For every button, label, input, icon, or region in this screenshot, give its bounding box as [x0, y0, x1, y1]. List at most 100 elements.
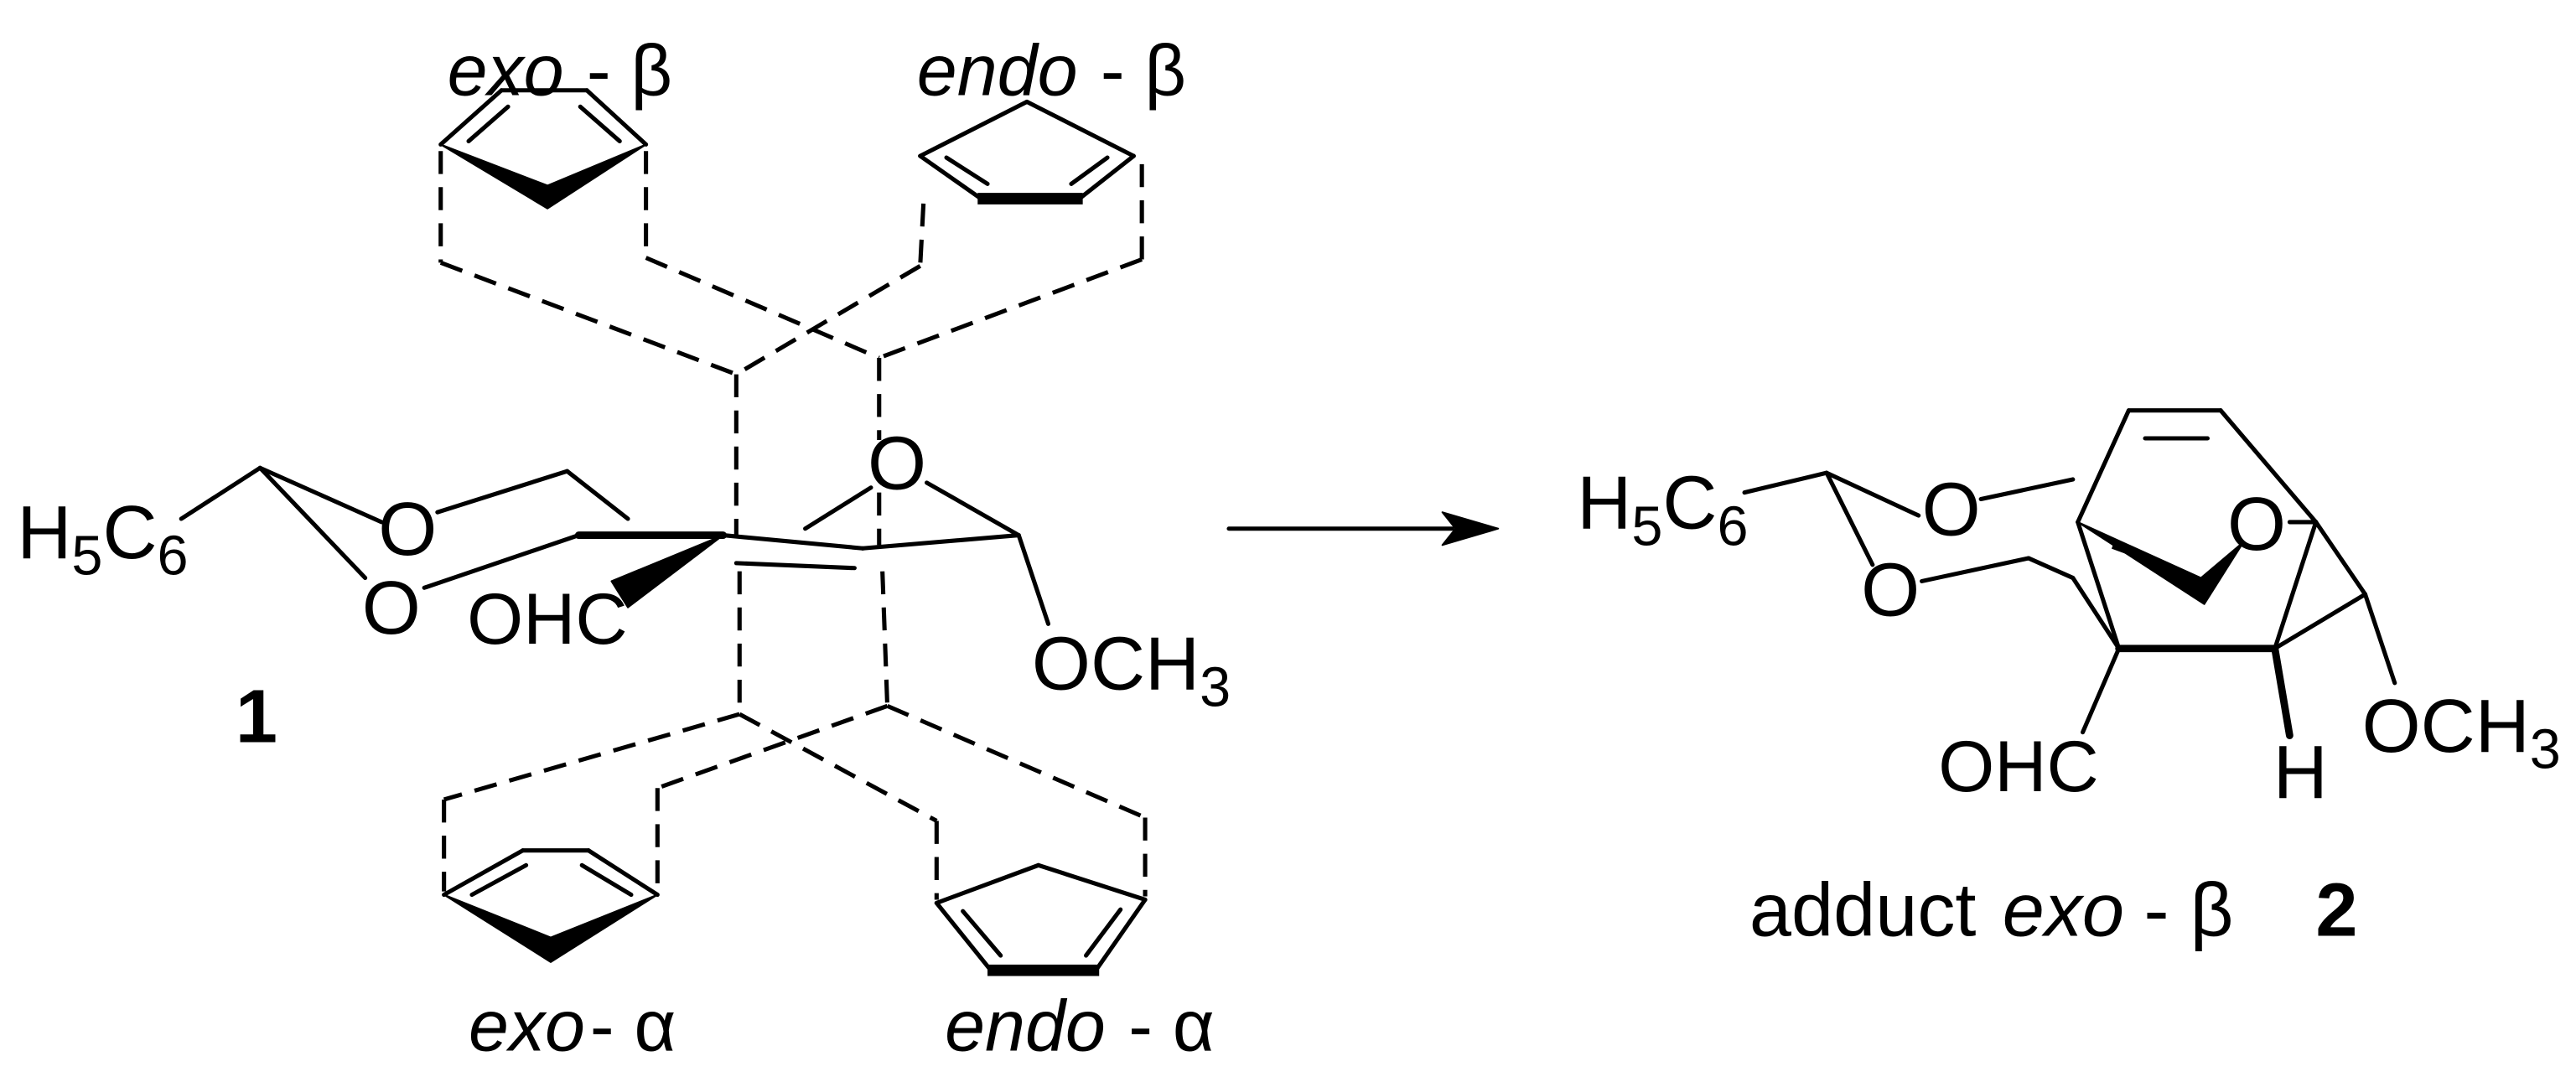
product-acetal-oxygen-bottom: O	[1861, 548, 1920, 633]
bond	[1036, 862, 1148, 902]
double-bond-inner	[579, 862, 634, 898]
dashed-bond	[739, 712, 938, 823]
exo-beta-diene	[438, 88, 649, 210]
bond	[2081, 646, 2122, 735]
bond	[1077, 153, 1136, 201]
bond	[803, 485, 873, 531]
product-acetal-oxygen-top: O	[1922, 468, 1981, 552]
dashed-bond	[878, 257, 1143, 360]
product-aldehyde-label: OHC	[1938, 727, 2099, 807]
caption-word: adduct	[1749, 868, 1977, 953]
reactant-acetal-oxygen-top: O	[378, 487, 437, 572]
label-endo-beta: endo - β	[917, 31, 1186, 111]
bond	[918, 153, 983, 201]
bond	[584, 88, 649, 147]
bond	[860, 533, 1021, 551]
atom-h: H	[17, 490, 71, 575]
bond	[1093, 897, 1148, 973]
product-phenyl-label: H5C6	[1577, 461, 1748, 558]
bond	[438, 88, 504, 147]
bond	[925, 480, 1021, 538]
label-endo-alpha-face: - α	[1128, 986, 1214, 1067]
dashed-bond	[886, 703, 1147, 820]
dashed-bond	[656, 703, 889, 790]
label-exo-beta-stereo: exo	[448, 31, 564, 111]
double-bond-inner	[944, 155, 990, 186]
atom-c: C	[1662, 461, 1717, 546]
wedge-bond	[443, 893, 659, 963]
oxa-bridge-wedge	[2076, 520, 2245, 605]
reactant-methoxy-label: OCH3	[1032, 622, 1231, 719]
reactant-aldehyde-label: OHC	[467, 579, 628, 660]
label-exo-alpha: exo- α	[469, 986, 676, 1067]
alpha-face-approach-lines	[442, 571, 1148, 900]
bond	[2273, 520, 2319, 651]
label-exo-alpha-face: - α	[590, 986, 676, 1067]
bond	[2076, 408, 2131, 525]
double-bond-inner	[961, 909, 1003, 958]
caption-stereo: exo	[2003, 868, 2124, 953]
subscript: 6	[158, 526, 189, 588]
bond	[918, 99, 1029, 158]
atom-h: H	[1577, 461, 1631, 546]
reactant-ring-oxygen: O	[868, 422, 926, 506]
bond	[2362, 592, 2397, 686]
double-bond-inner	[1069, 155, 1110, 186]
bond	[2273, 592, 2368, 651]
reactant-acetal-oxygen-bottom: O	[362, 566, 421, 650]
reaction-arrow	[1226, 511, 1500, 546]
bond	[1978, 477, 2076, 502]
bond	[257, 465, 368, 581]
product-caption: adduct exo- β 2	[1749, 868, 2358, 953]
bond	[2076, 520, 2122, 651]
wedge-bond	[610, 534, 724, 608]
compound-number-1: 1	[236, 674, 277, 759]
bond	[1024, 99, 1136, 158]
product-methoxy-label: OCH3	[2362, 684, 2561, 781]
label-exo-alpha-stereo: exo	[469, 986, 585, 1067]
bond	[2071, 575, 2122, 651]
bond	[1824, 470, 1921, 518]
bond	[442, 848, 526, 898]
wedge-bond	[439, 143, 647, 210]
endo-alpha-diene	[934, 862, 1148, 976]
subscript: 3	[2530, 719, 2561, 781]
alkene-bond-inner	[733, 561, 857, 571]
double-bond-inner	[466, 104, 511, 144]
bond	[2218, 408, 2319, 525]
double-bond-inner	[1084, 907, 1123, 958]
dashed-bond	[918, 203, 926, 267]
bond	[435, 469, 570, 515]
product-hydrogen-label: H	[2273, 730, 2328, 815]
atom-c: C	[102, 490, 157, 575]
compound-number-2: 2	[2315, 868, 2357, 953]
subscript: 3	[1200, 656, 1231, 718]
endo-beta-diene	[918, 99, 1136, 205]
bond	[1920, 556, 2031, 583]
subscript: 6	[1717, 495, 1748, 557]
caption-face: - β	[2144, 868, 2234, 953]
dashed-bond	[880, 571, 890, 707]
label-exo-beta-face: - β	[587, 31, 672, 111]
subscript: 5	[71, 526, 102, 588]
label-endo-beta-stereo: endo	[917, 31, 1078, 111]
bond	[1824, 470, 1875, 567]
bond	[2026, 556, 2076, 581]
dashed-bond	[645, 256, 880, 360]
double-bond-inner	[469, 862, 529, 898]
bond	[257, 465, 384, 525]
reactant-1-structure	[179, 465, 1051, 626]
bond	[2314, 520, 2368, 597]
methoxy-main: OCH	[2362, 684, 2530, 769]
label-endo-alpha: endo- α	[945, 986, 1215, 1067]
bond	[422, 533, 581, 590]
double-bond-inner	[578, 104, 622, 144]
bold-bond	[2271, 645, 2294, 739]
dashed-bond	[443, 712, 740, 802]
bond	[1742, 470, 1829, 495]
bond	[179, 465, 262, 521]
label-endo-beta-face: - β	[1101, 31, 1186, 111]
bond	[586, 848, 660, 898]
dashed-bond	[735, 264, 922, 376]
